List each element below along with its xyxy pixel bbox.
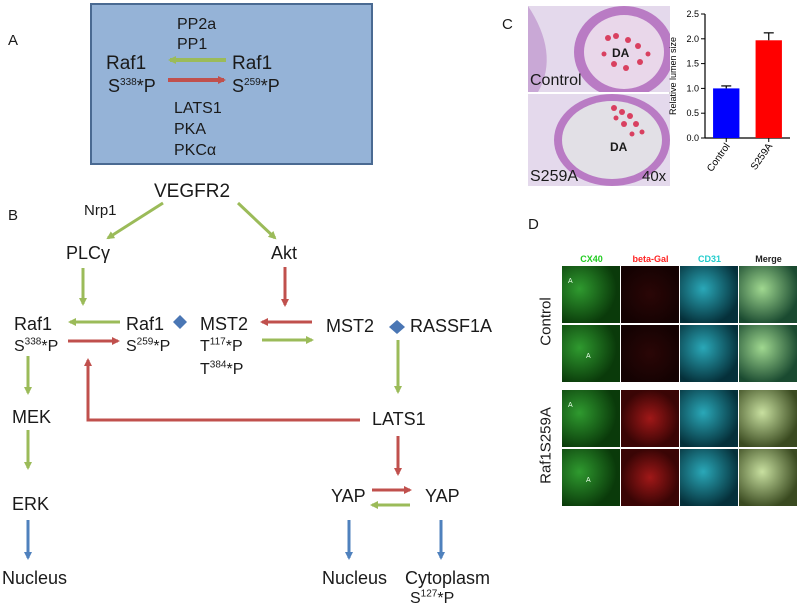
erk-node: ERK bbox=[12, 494, 50, 514]
akt-node: Akt bbox=[271, 243, 298, 263]
cytoplasm-site: S127*P bbox=[410, 588, 455, 607]
micrograph-cx40-row-4 bbox=[562, 449, 621, 506]
artery-marker: A bbox=[586, 353, 591, 360]
panel-label-b: B bbox=[8, 207, 19, 224]
control-image-label: Control bbox=[530, 72, 582, 89]
micrograph-merge-row-4 bbox=[739, 449, 798, 506]
raf1-left-site: S338*P bbox=[14, 336, 59, 355]
arrow-lats1-raf1 bbox=[84, 358, 360, 422]
nrp1-node: Nrp1 bbox=[84, 202, 117, 219]
micrograph-cx40-row-2 bbox=[562, 325, 621, 382]
vegfr2-node: VEGFR2 bbox=[154, 181, 231, 202]
yap-right-node: YAP bbox=[425, 486, 460, 506]
arrow-vegfr2-plcg bbox=[106, 201, 164, 240]
artery-marker: A bbox=[568, 402, 573, 409]
panel-label-a: A bbox=[8, 32, 19, 49]
histology-s259a-image: DA S259A 40x bbox=[528, 94, 670, 186]
panel-a-raf1-left-site: S338*P bbox=[108, 76, 156, 96]
micrograph-cd31-row-4 bbox=[680, 449, 739, 506]
micrograph-cd31-row-2 bbox=[680, 325, 739, 382]
lats1-node: LATS1 bbox=[372, 409, 426, 429]
yap-left-node: YAP bbox=[331, 486, 366, 506]
histology-control-image: DA Control bbox=[528, 6, 670, 92]
micrograph-beta-gal-row-4 bbox=[621, 449, 680, 506]
panel-a-raf1-right: Raf1 bbox=[232, 53, 273, 74]
nucleus-right-node: Nucleus bbox=[322, 568, 388, 588]
mst2-t384-site: T384*P bbox=[200, 359, 244, 378]
panel-label-d: D bbox=[528, 216, 539, 233]
cytoplasm-node: Cytoplasm bbox=[405, 568, 491, 588]
raf1-mid-site: S259*P bbox=[126, 336, 171, 355]
arrow-vegfr2-akt bbox=[236, 201, 277, 240]
row-label-raf1s259a: Raf1S259A bbox=[537, 407, 555, 484]
micrograph-merge-row-1 bbox=[739, 266, 798, 323]
mek-node: MEK bbox=[12, 407, 52, 427]
diamond-raf1 bbox=[173, 315, 187, 329]
pkca-label: PKCα bbox=[174, 142, 217, 159]
micrograph-merge-row-3 bbox=[739, 390, 798, 447]
panel-a-raf1-left: Raf1 bbox=[106, 53, 147, 74]
rassf1a-node: RASSF1A bbox=[410, 316, 493, 336]
artery-marker: A bbox=[586, 477, 591, 484]
micrograph-beta-gal-row-1 bbox=[621, 266, 680, 323]
mst2-mid-node: MST2 bbox=[200, 314, 249, 334]
artery-marker: A bbox=[568, 278, 573, 285]
micrograph-cd31-row-1 bbox=[680, 266, 739, 323]
panel-a-raf1-right-site: S259*P bbox=[232, 76, 280, 96]
micrograph-cd31-row-3 bbox=[680, 390, 739, 447]
s259a-image-label: S259A bbox=[530, 168, 579, 185]
da-label-top: DA bbox=[612, 46, 630, 60]
channel-header-merge: Merge bbox=[755, 254, 782, 264]
pka-label: PKA bbox=[174, 121, 207, 138]
channel-header-cx40: CX40 bbox=[580, 254, 603, 264]
micrograph-beta-gal-row-2 bbox=[621, 325, 680, 382]
raf1-left-node: Raf1 bbox=[14, 314, 53, 334]
micrograph-cx40-row-3 bbox=[562, 390, 621, 447]
raf1-mid-node: Raf1 bbox=[126, 314, 165, 334]
lats1-kinase-label: LATS1 bbox=[174, 100, 222, 117]
diamond-mst2-rassf1a bbox=[389, 320, 405, 334]
panel-a-box bbox=[90, 3, 373, 165]
panel-label-c: C bbox=[502, 16, 513, 33]
magnification-label: 40x bbox=[642, 168, 667, 185]
mst2-right-node: MST2 bbox=[326, 316, 375, 336]
nucleus-left-node: Nucleus bbox=[2, 568, 68, 588]
row-label-control: Control bbox=[537, 297, 555, 346]
pp1-label: PP1 bbox=[177, 36, 208, 53]
channel-header-cd31: CD31 bbox=[697, 254, 721, 264]
da-label-bottom: DA bbox=[610, 140, 628, 154]
micrograph-cx40-row-1 bbox=[562, 266, 621, 323]
micrograph-beta-gal-row-3 bbox=[621, 390, 680, 447]
plcg-node: PLCγ bbox=[66, 243, 111, 263]
mst2-t117-site: T117*P bbox=[200, 336, 243, 355]
micrograph-merge-row-2 bbox=[739, 325, 798, 382]
channel-header-beta-gal: beta-Gal bbox=[632, 254, 669, 264]
pp2a-label: PP2a bbox=[177, 16, 217, 33]
